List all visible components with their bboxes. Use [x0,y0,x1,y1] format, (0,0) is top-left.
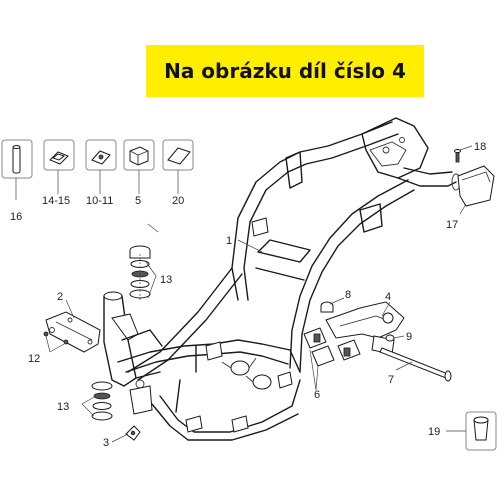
part-10-11-box [85,139,117,171]
bracket-part-17 [457,165,495,207]
label-part-16: 16 [10,211,22,223]
label-part-8: 8 [345,289,351,301]
label-part-14-15: 14-15 [42,195,70,207]
label-part-13-bottom: 13 [57,401,69,413]
bearing-stack-bottom [91,381,113,421]
spacer-part-9 [385,334,395,342]
part-number-banner: Na obrázku díl číslo 4 [146,45,424,97]
clip-part-3 [125,425,141,441]
label-part-5: 5 [135,195,141,207]
label-part-18: 18 [474,141,486,153]
part-14-15-box [43,139,75,171]
label-part-20: 20 [172,195,184,207]
part-16-box [1,139,33,179]
label-part-1: 1 [226,235,232,247]
bolt-part-7 [379,347,452,382]
label-part-19: 19 [428,426,440,438]
leader-lines [15,145,473,443]
label-part-12: 12 [28,353,40,365]
main-frame [117,117,461,441]
part-20-box [162,139,194,171]
label-part-10-11: 10-11 [86,195,113,207]
label-part-9: 9 [406,331,412,343]
screw-part-12 [43,331,69,345]
label-part-13-top: 13 [160,274,172,286]
silentblock-part-6 [303,327,361,367]
label-part-3: 3 [103,437,109,449]
banner-text: Na obrázku díl číslo 4 [164,59,406,83]
label-part-4: 4 [385,291,391,303]
label-part-2: 2 [57,291,63,303]
part-labels: 1 2 3 4 5 6 7 8 9 10-11 12 13 13 14-15 1… [10,141,486,449]
bracket-part-2 [45,311,101,353]
screw-part-18 [454,149,461,163]
bearing-stack-top [129,245,151,302]
label-part-7: 7 [388,374,394,386]
label-part-17: 17 [446,219,458,231]
part-19-box [465,411,497,451]
steering-head [103,291,163,415]
part-5-box [123,139,155,171]
label-part-6: 6 [314,389,320,401]
